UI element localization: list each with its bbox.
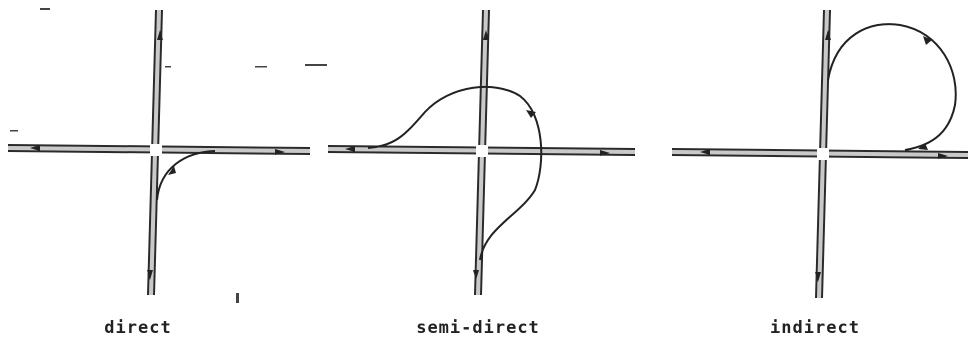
indirect-loop-ramp (827, 23, 957, 151)
indirect-ramp-arrow-top (923, 36, 932, 45)
semi-direct-interchange (327, 9, 636, 296)
direct-intersection (150, 144, 162, 156)
indirect-arrow-west (700, 149, 710, 155)
semi-direct-ramp (367, 85, 543, 261)
caption-semi-direct: semi-direct (416, 318, 540, 338)
direct-ramp-arrow (168, 166, 176, 175)
indirect-arrow-north (825, 30, 831, 40)
indirect-ramp-arrow-bottom (918, 143, 928, 150)
semi-direct-arrow-south (473, 270, 479, 280)
indirect-arrow-east (938, 153, 948, 159)
scan-artifacts (10, 8, 327, 303)
direct-arrow-north (157, 30, 163, 40)
semi-direct-ramp-arrow (526, 110, 536, 118)
caption-indirect: indirect (770, 318, 860, 338)
direct-arrow-south (147, 270, 153, 280)
indirect-intersection (817, 148, 829, 160)
semi-direct-arrow-west (345, 146, 355, 152)
semi-direct-intersection (476, 145, 488, 157)
direct-arrow-west (30, 145, 40, 151)
indirect-interchange (671, 9, 969, 299)
semi-direct-arrow-east (600, 150, 610, 156)
indirect-arrow-south (815, 272, 821, 282)
direct-ramp (156, 150, 216, 201)
direct-arrow-east (275, 149, 285, 155)
caption-direct: direct (104, 318, 172, 338)
semi-direct-arrow-north (483, 30, 489, 40)
direct-interchange (7, 9, 311, 296)
